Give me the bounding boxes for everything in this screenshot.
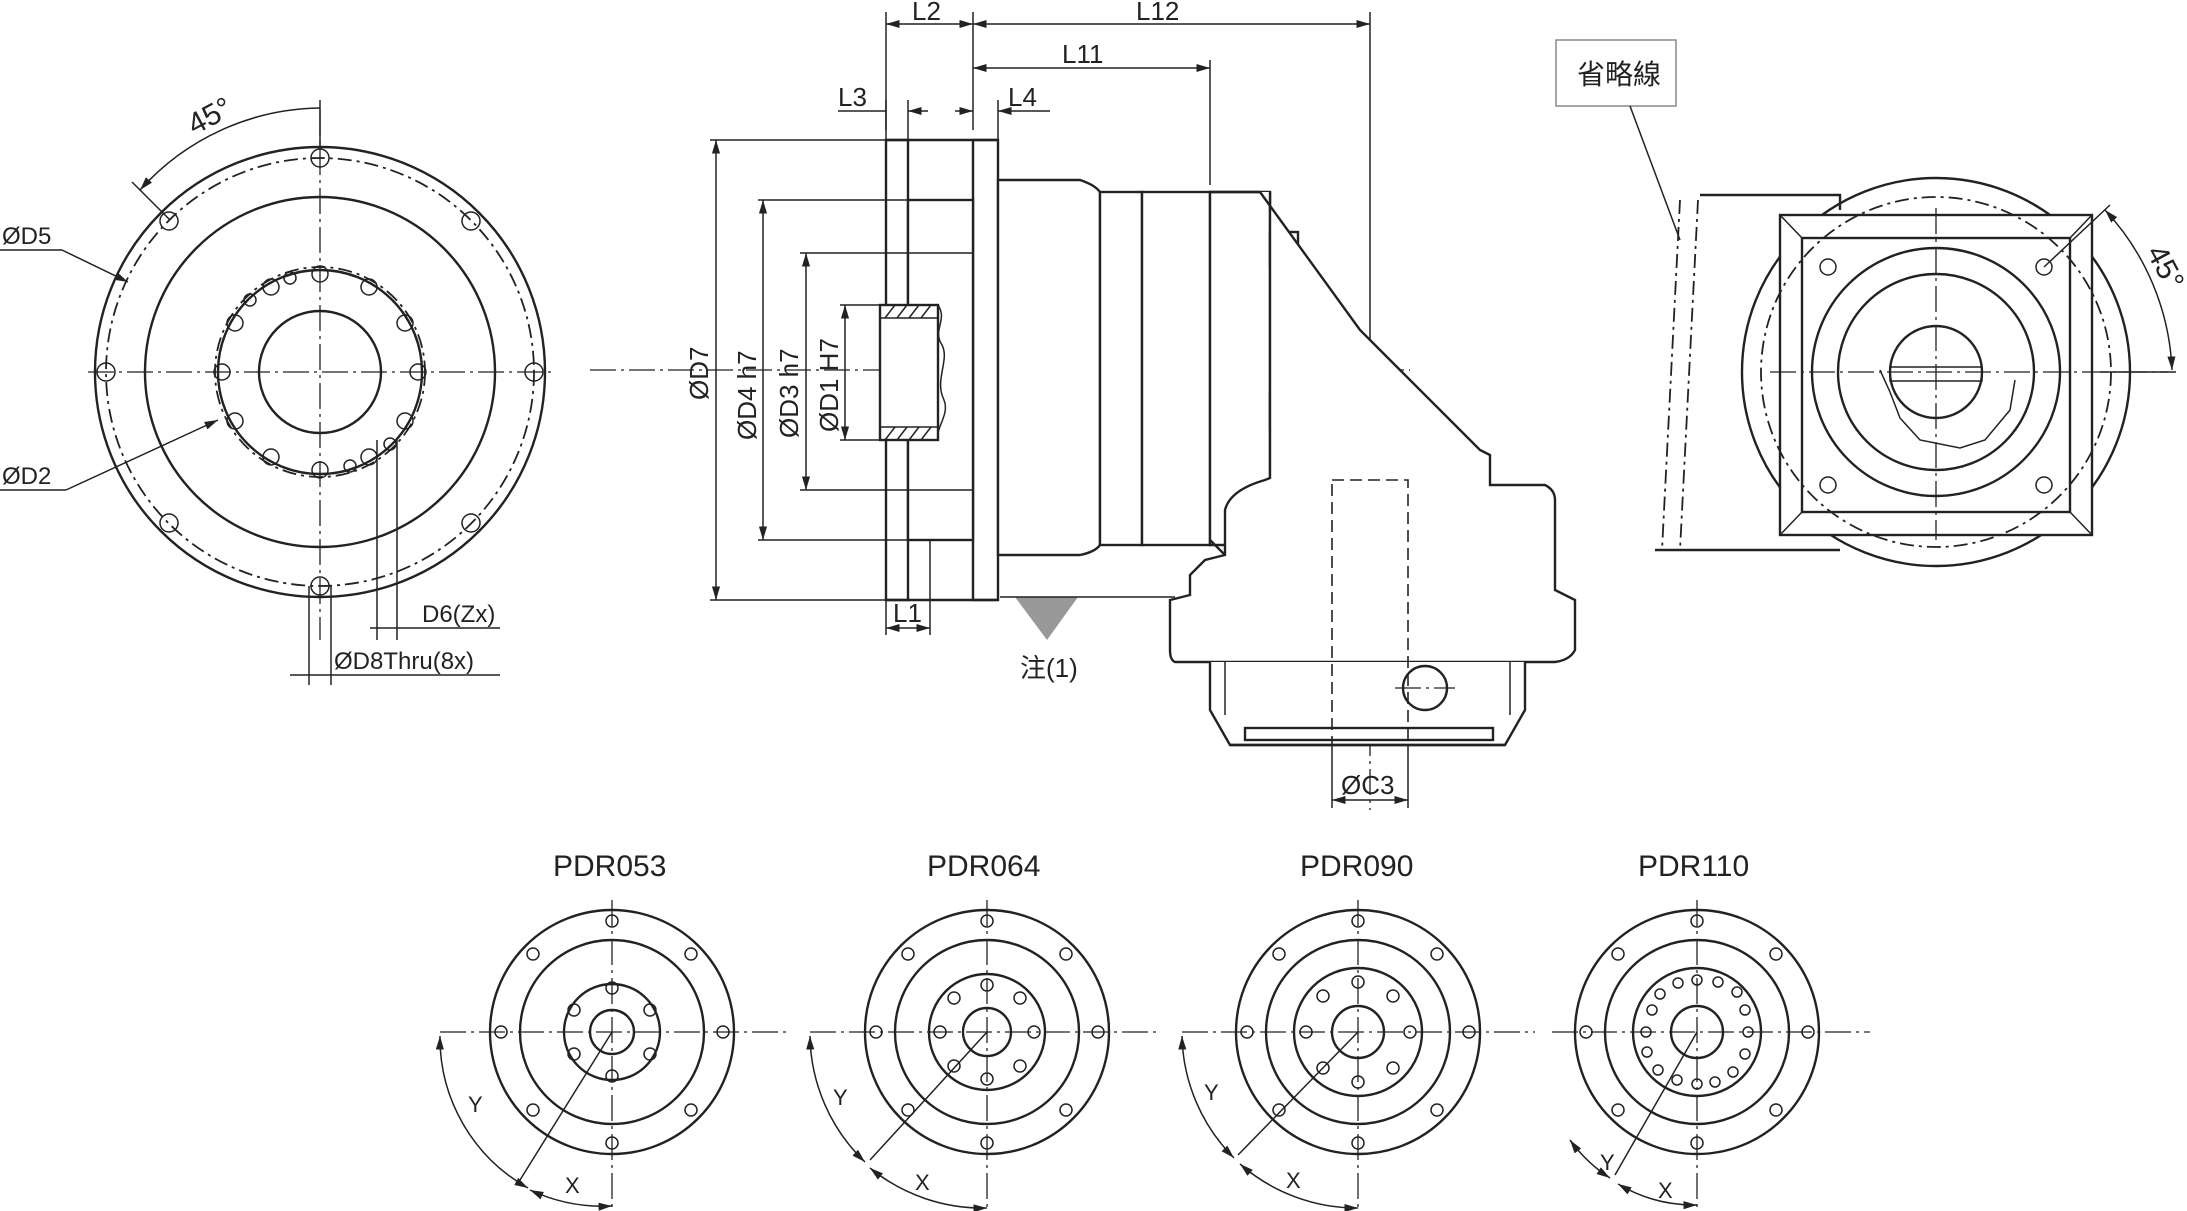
d7-label: ØD7 — [684, 347, 714, 400]
d4-label: ØD4 h7 — [732, 350, 762, 440]
d8-label: ØD8Thru(8x) — [334, 648, 474, 675]
variant-x-label: X — [915, 1170, 930, 1195]
variant-y-label: Y — [468, 1092, 483, 1117]
d2-label: ØD2 — [2, 463, 51, 490]
variant-title: PDR090 — [1300, 850, 1413, 883]
variant-x-label: X — [1658, 1178, 1673, 1203]
side-view: 注(1) L2 L12 L11 L3 L4 L1 ØD7 ØD4 h7 — [590, 0, 1577, 810]
c3-label: ØC3 — [1341, 770, 1394, 800]
variant-title: PDR053 — [553, 850, 666, 883]
front-angle-label: 45° — [182, 91, 238, 141]
variant-pdr090: PDR090 Y X — [1178, 850, 1535, 1211]
d3-label: ØD3 h7 — [774, 348, 804, 438]
d6-label: D6(Zx) — [422, 601, 495, 628]
variant-y-label: Y — [1204, 1080, 1219, 1105]
l11-label: L11 — [1062, 39, 1103, 69]
front-bolt-holes — [96, 148, 544, 596]
variant-pdr053: PDR053 Y X — [435, 850, 788, 1211]
l1-label: L1 — [893, 598, 922, 628]
d5-label: ØD5 — [2, 223, 51, 250]
omit-line-label: 省略線 — [1577, 59, 1661, 90]
right-angle-label: 45° — [2140, 240, 2187, 296]
right-view: 省略線 45° — [1555, 39, 2187, 568]
d1-label: ØD1 H7 — [814, 338, 844, 432]
l3-label: L3 — [838, 82, 867, 112]
l12-label: L12 — [1136, 0, 1179, 26]
note-label: 注(1) — [1020, 653, 1078, 683]
variant-y-label: Y — [833, 1085, 848, 1110]
omit-line-callout — [1555, 39, 1677, 107]
variant-y-label: Y — [1600, 1150, 1615, 1175]
variant-title: PDR064 — [927, 850, 1040, 883]
l4-label: L4 — [1008, 82, 1037, 112]
front-tapped-holes — [213, 265, 427, 479]
variant-pdr064: PDR064 Y X — [806, 850, 1160, 1211]
variant-title: PDR110 — [1638, 850, 1749, 883]
variant-x-label: X — [565, 1173, 580, 1198]
l2-label: L2 — [912, 0, 941, 26]
note-triangle — [1015, 597, 1078, 640]
variant-pdr110: PDR110 Y X — [1552, 850, 1870, 1211]
variant-x-label: X — [1286, 1168, 1301, 1193]
front-view: 45° ØD5 ØD2 D6(Zx) ØD8Thru(8x) — [0, 91, 555, 685]
